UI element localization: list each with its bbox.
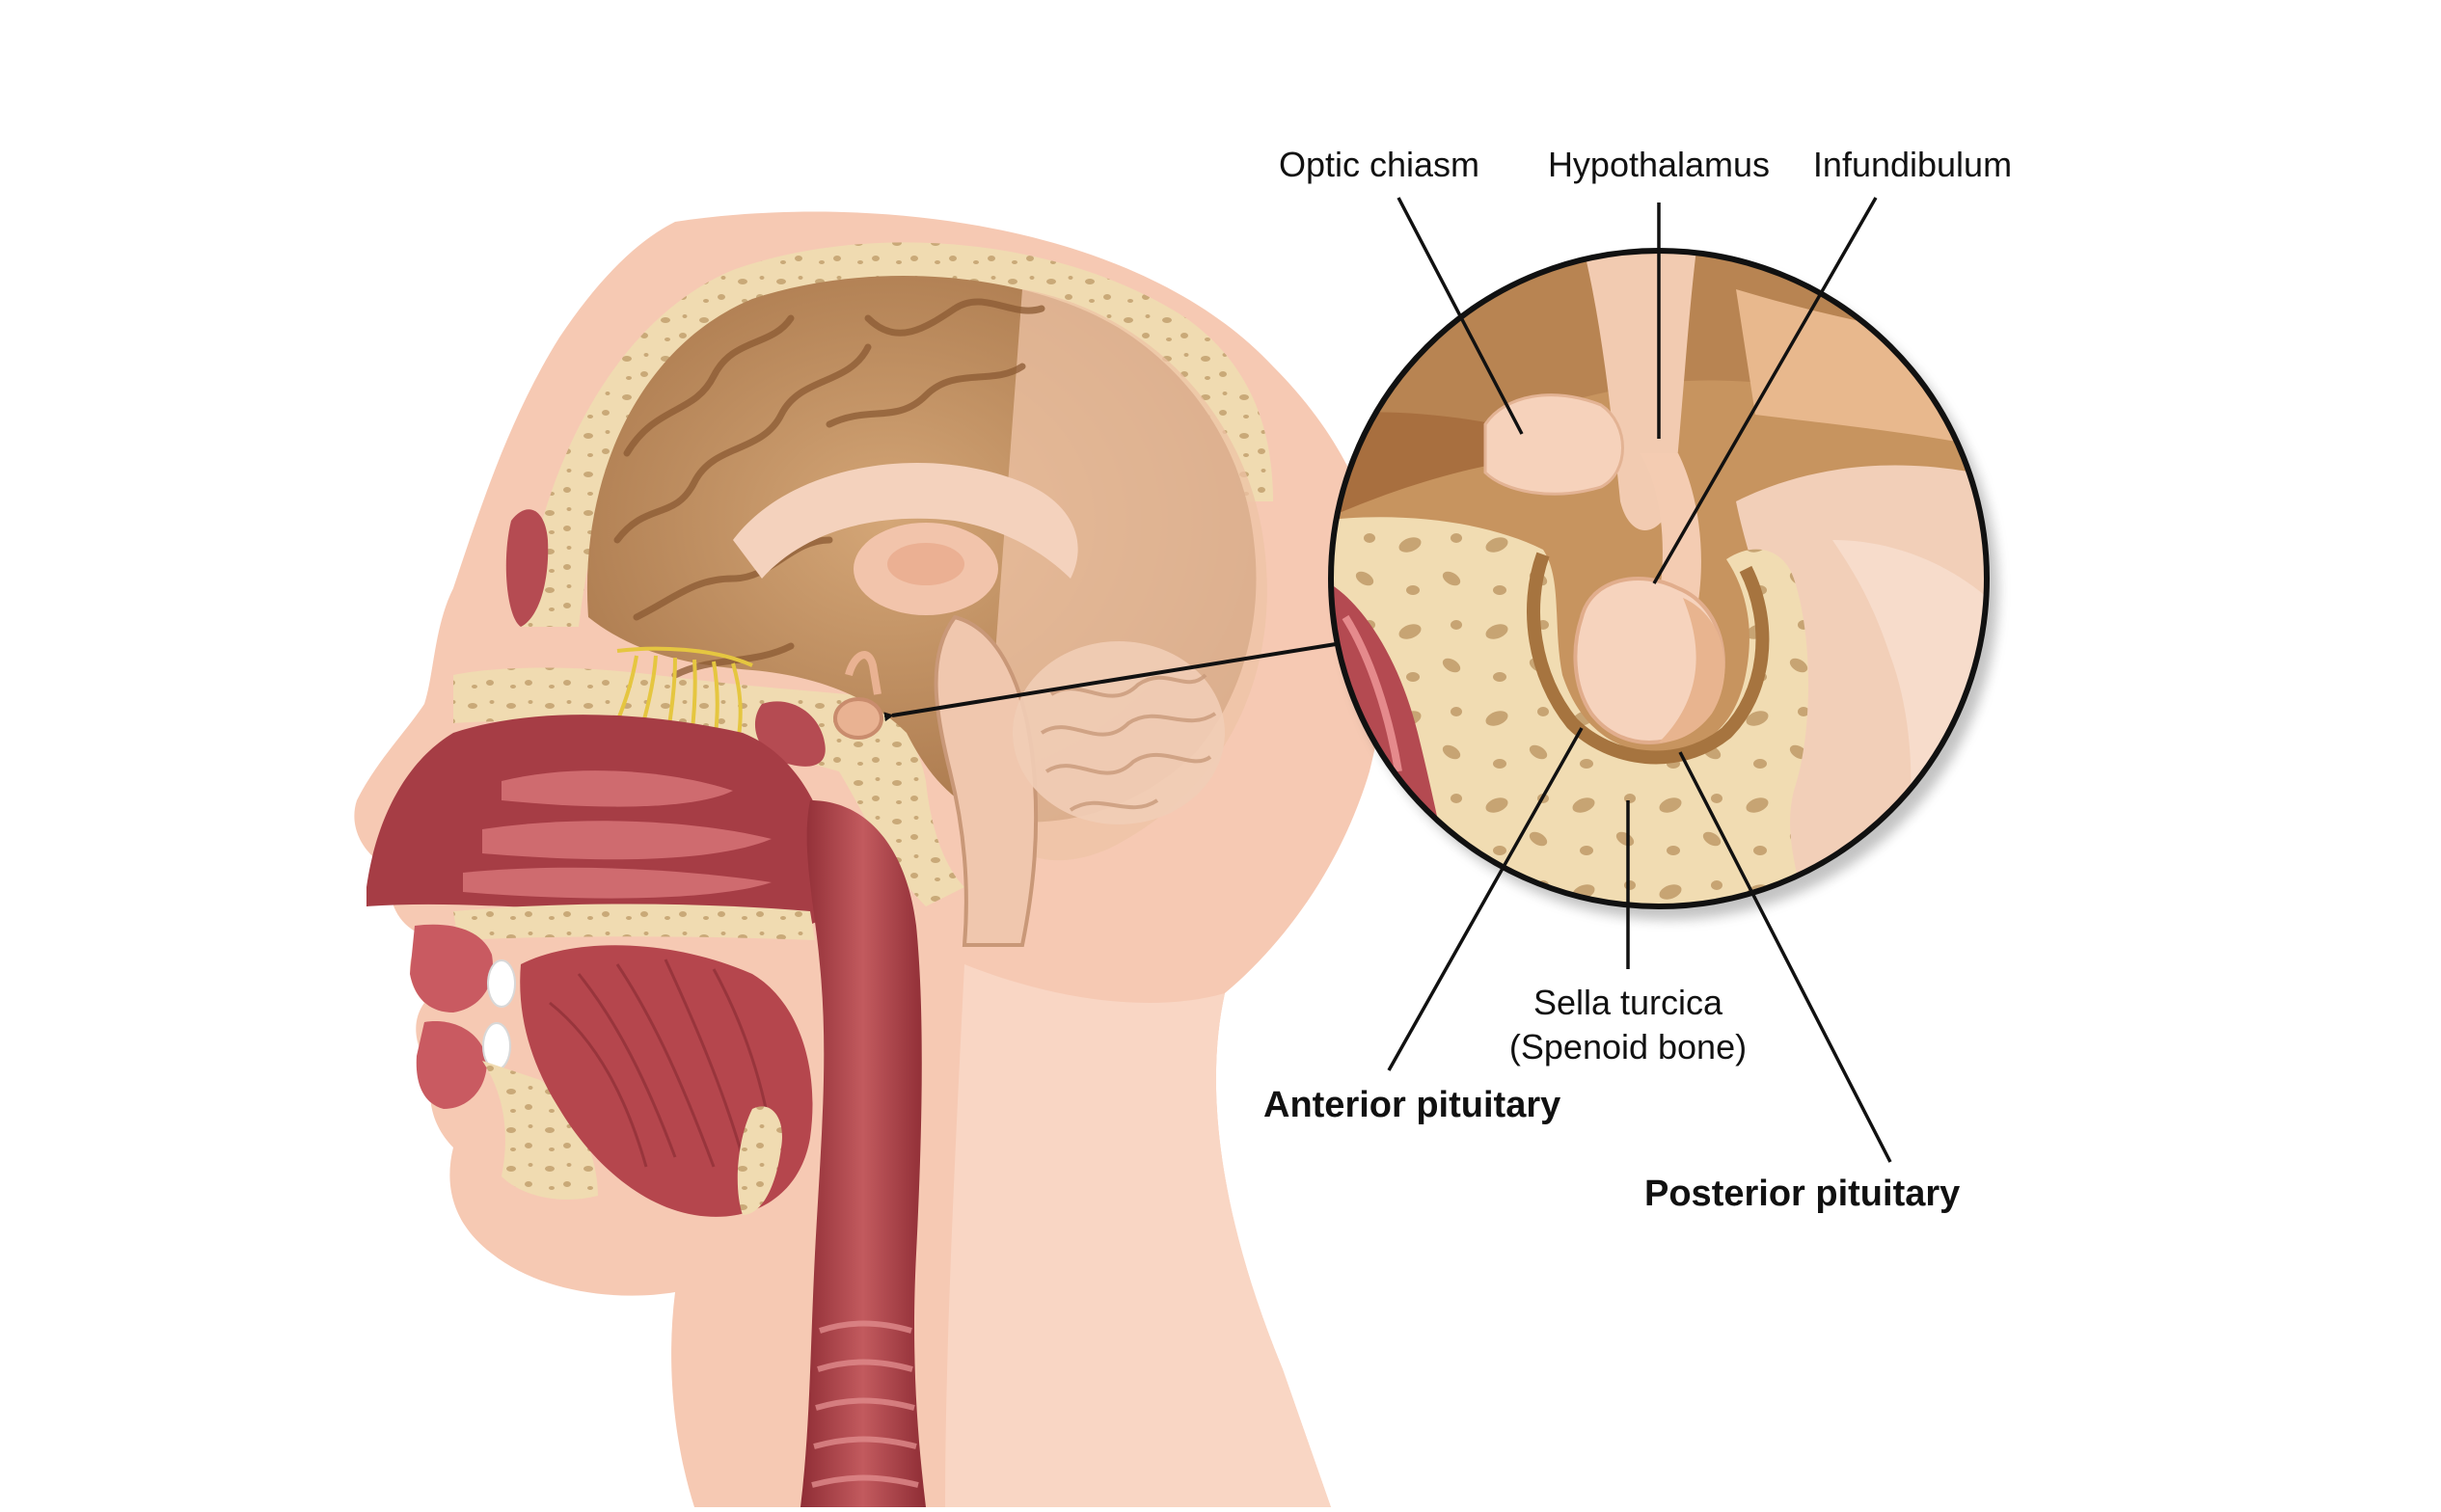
brain-gyri xyxy=(613,298,1045,679)
hard-palate xyxy=(453,904,815,940)
epiglottis xyxy=(737,1106,782,1215)
label-hypothalamus: Hypothalamus xyxy=(1548,145,1770,184)
upper-lip xyxy=(410,924,493,1012)
leader-infundibulum xyxy=(1652,197,1878,584)
label-sphenoid-bone: (Spenoid bone) xyxy=(1509,1027,1747,1066)
label-sella-turcica: Sella turcica xyxy=(1533,983,1723,1022)
leader-lines xyxy=(1387,197,1892,1163)
head-illustration xyxy=(354,211,1388,1508)
upper-tooth xyxy=(487,959,516,1008)
mandible xyxy=(482,1061,598,1200)
tongue-fibers xyxy=(549,958,773,1168)
labels: Optic chiasm Hypothalamus Infundibulum S… xyxy=(1263,145,2012,1214)
label-anterior-pituitary: Anterior pituitary xyxy=(1263,1085,1560,1125)
label-posterior-pituitary: Posterior pituitary xyxy=(1644,1174,1960,1214)
frontal-sinus xyxy=(505,509,549,627)
infundibulum-tissue xyxy=(1640,453,1701,608)
pituitary-gland xyxy=(1573,577,1725,744)
pharynx xyxy=(800,800,926,1507)
trachea-rings xyxy=(811,1320,919,1488)
label-infundibulum: Infundibulum xyxy=(1813,145,2012,184)
leader-optic-chiasm xyxy=(1397,197,1524,435)
magnified-pituitary-view xyxy=(1328,248,1998,920)
leader-anterior-pituitary xyxy=(1387,727,1584,1071)
optic-chiasm-tissue xyxy=(1483,393,1624,496)
nasal-turbinates xyxy=(463,770,772,899)
pituitary-small xyxy=(833,651,883,740)
magnify-arrow xyxy=(883,642,1337,722)
corpus-callosum xyxy=(733,463,1078,579)
lower-lip xyxy=(416,1021,487,1109)
label-optic-chiasm: Optic chiasm xyxy=(1279,145,1479,184)
leader-posterior-pituitary xyxy=(1678,751,1892,1163)
sphenoid-sinus xyxy=(754,701,826,767)
neck-highlight xyxy=(945,964,1331,1507)
